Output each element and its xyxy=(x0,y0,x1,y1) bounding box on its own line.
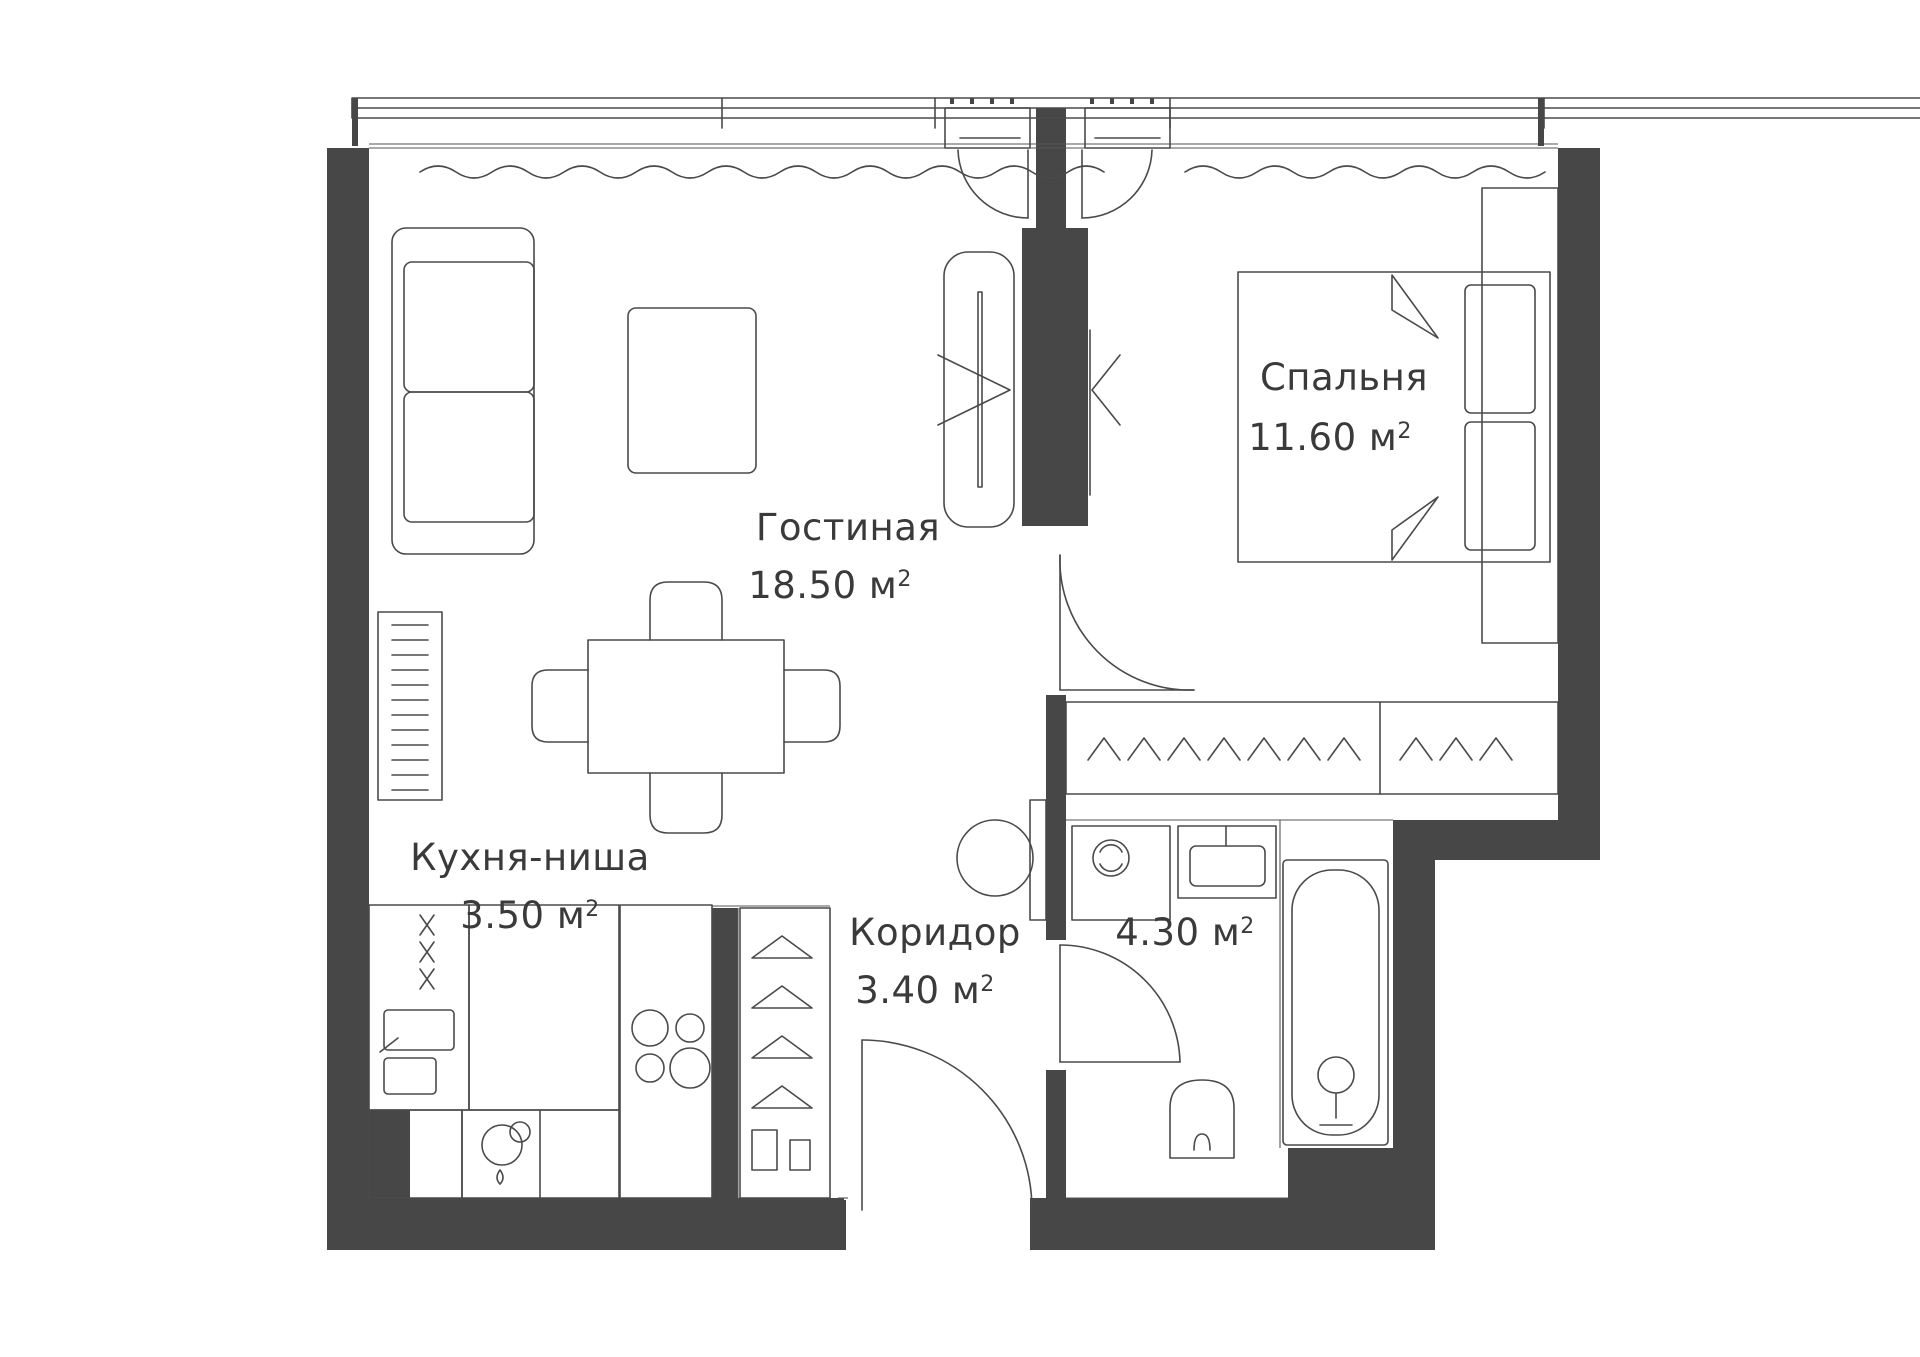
kitchen-cabinets xyxy=(368,904,713,1199)
room-area-bedroom: 11.60 м2 xyxy=(1248,416,1412,459)
window-frame xyxy=(351,97,1920,149)
room-name-bedroom: Спальня xyxy=(1260,356,1428,399)
bed-icon xyxy=(1237,271,1551,563)
dishwasher-icon xyxy=(481,1121,531,1185)
wall-step xyxy=(1393,820,1600,860)
radiator-icon xyxy=(377,611,443,801)
bathtub-icon xyxy=(1282,859,1389,1146)
shaft-bathroom xyxy=(1288,1148,1398,1203)
dining-table-icon xyxy=(531,581,841,834)
corridor-stool xyxy=(956,799,1047,921)
entrance-door xyxy=(861,1039,1033,1211)
room-area-bathroom: 4.30 м2 xyxy=(1115,911,1255,954)
room-area-corridor: 3.40 м2 xyxy=(855,969,995,1012)
wall-corridor-right xyxy=(1046,695,1066,940)
wall-left xyxy=(327,148,369,1250)
bathroom-door xyxy=(1059,944,1181,1063)
wall-bottom-right xyxy=(1030,1198,1435,1250)
bedroom-door xyxy=(1059,554,1195,691)
wall-bathroom-right xyxy=(1393,820,1435,1250)
wall-bathroom-left xyxy=(1046,1070,1066,1250)
room-labels: Гостиная 18.50 м2 Спальня 11.60 м2 Кухня… xyxy=(410,356,1428,1012)
stove-icon xyxy=(631,1009,711,1089)
partition-center xyxy=(1022,228,1088,526)
sofa-icon xyxy=(391,227,535,555)
sink-icon-bathroom xyxy=(1177,825,1277,899)
wall-right xyxy=(1558,148,1600,838)
fridge-icon xyxy=(419,914,435,990)
room-name-corridor: Коридор xyxy=(849,911,1021,954)
toilet-icon xyxy=(1169,1079,1235,1159)
coffee-table xyxy=(627,307,757,474)
room-name-kitchen: Кухня-ниша xyxy=(410,836,650,879)
column-top xyxy=(1036,108,1066,228)
bedroom-shelf xyxy=(1481,187,1559,644)
room-area-living: 18.50 м2 xyxy=(748,564,912,607)
wall-bottom-left xyxy=(327,1198,844,1250)
room-name-living: Гостиная xyxy=(756,506,940,549)
tv-console xyxy=(937,251,1121,528)
shaft-kitchen xyxy=(360,1110,410,1210)
curtains xyxy=(419,165,1546,179)
wall-kitchen-corridor xyxy=(712,908,738,1198)
walls xyxy=(327,108,1600,1250)
wardrobe-icon xyxy=(1065,701,1559,795)
balcony-doors xyxy=(957,149,1153,219)
sink-icon xyxy=(379,1009,455,1095)
room-area-kitchen: 3.50 м2 xyxy=(460,894,600,937)
corridor-closet xyxy=(739,907,831,1199)
washing-machine-icon xyxy=(1071,825,1171,921)
